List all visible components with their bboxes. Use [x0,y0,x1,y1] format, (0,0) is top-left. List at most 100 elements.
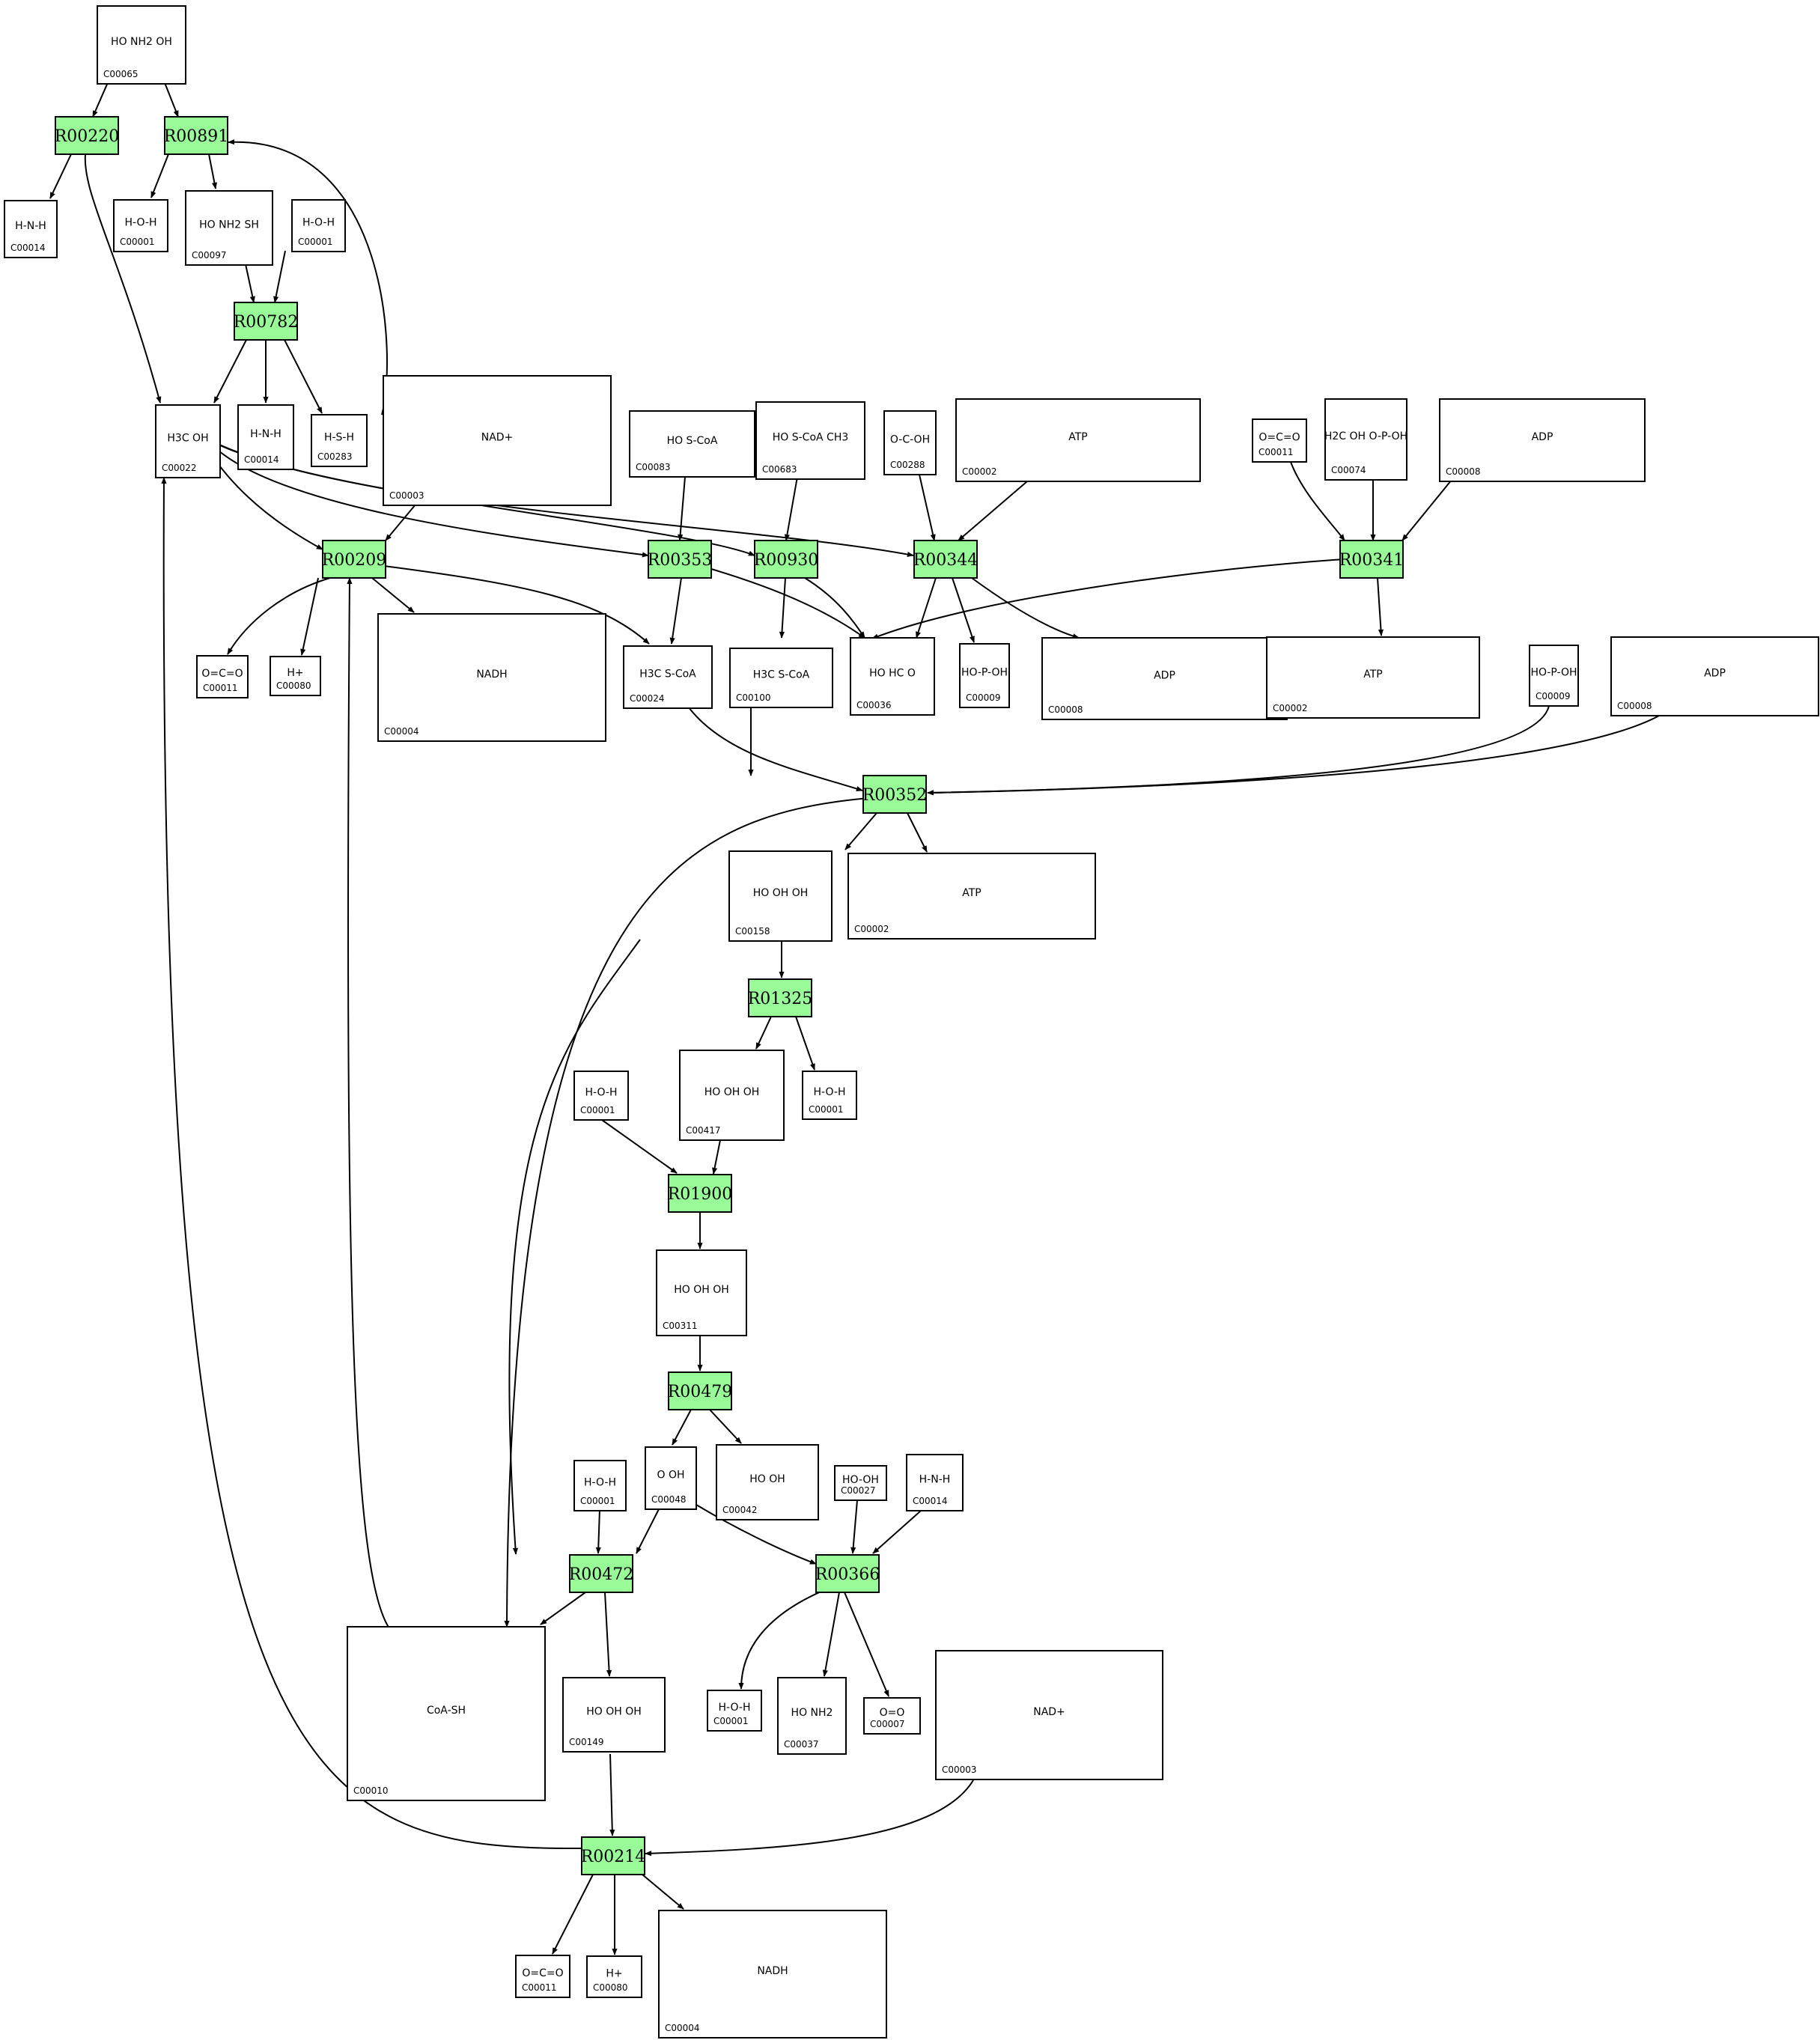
compound-formula: O OH [657,1470,684,1482]
reaction-R00366[interactable]: R00366 [815,1554,880,1593]
reaction-R00214[interactable]: R00214 [581,1836,646,1875]
reaction-R01325[interactable]: R01325 [748,978,813,1017]
compound-id: C00001 [580,1105,615,1115]
edge-24 [227,577,331,655]
reaction-R00209[interactable]: R00209 [322,540,387,579]
reaction-R00353[interactable]: R00353 [648,540,713,579]
reaction-R00891[interactable]: R00891 [164,116,229,155]
edge-70 [642,1874,684,1910]
edge-52 [595,1508,601,1554]
reaction-box [754,540,818,579]
reaction-label: R00353 [648,551,713,570]
reaction-R00220[interactable]: R00220 [55,116,120,155]
compound-id: C00037 [784,1739,819,1750]
compound-id: C00008 [1446,466,1481,477]
compound-formula: H-O-H [125,217,157,229]
edge-65 [347,577,390,1629]
compound-formula: H-N-H [919,1474,951,1486]
compound-formula: ADP [1532,431,1553,443]
compound-formula: HO NH2 SH [199,219,259,231]
reaction-R01900[interactable]: R01900 [668,1174,733,1213]
reaction-R00930[interactable]: R00930 [754,540,819,579]
reaction-R00352[interactable]: R00352 [862,775,928,814]
compound-id: C00100 [736,692,771,703]
compound-box [883,410,937,475]
compound-id: C00001 [298,237,333,247]
compound-C00080-45[interactable]: H+C00080 [586,1955,642,1998]
edge-27 [377,564,650,645]
compound-C00002-28[interactable]: ATP C00002 [847,853,1096,940]
compound-box [863,1697,921,1735]
compound-id: C00002 [854,924,889,934]
compound-C00003-43[interactable]: NAD+C00003 [935,1650,1163,1780]
compound-formula: ATP [962,887,981,899]
compound-formula: O=C=O [201,668,243,680]
edge-19 [919,474,936,541]
compound-formula: HO HC O [869,668,916,680]
compound-C00008-15[interactable]: ADP C00008 [1439,398,1646,482]
compound-C00048-33[interactable]: O OH C00048 [645,1446,697,1510]
compound-box [562,1677,666,1753]
compound-id: C00008 [1617,701,1652,711]
compound-box [955,398,1201,482]
reaction-label: R00341 [1339,551,1404,570]
reaction-R00341[interactable]: R00341 [1339,540,1404,579]
reaction-R00344[interactable]: R00344 [913,540,979,579]
reaction-box [581,1836,645,1875]
compound-id: C00048 [651,1494,687,1505]
compound-id: C00002 [1273,703,1308,713]
compound-box [155,404,221,478]
edge-31 [804,577,865,639]
compound-C00080-17[interactable]: H+C00080 [270,656,321,696]
reaction-R00782[interactable]: R00782 [234,302,299,341]
compound-box [656,1249,747,1336]
compound-id: C00008 [1048,704,1083,715]
reaction-R00472[interactable]: R00472 [569,1554,634,1593]
reaction-box [748,978,812,1017]
reaction-box [668,1371,732,1410]
compound-C00003-8[interactable]: NAD+C00003 [383,375,612,506]
reaction-R00479[interactable]: R00479 [668,1371,733,1410]
compound-formula: NADH [476,669,507,680]
